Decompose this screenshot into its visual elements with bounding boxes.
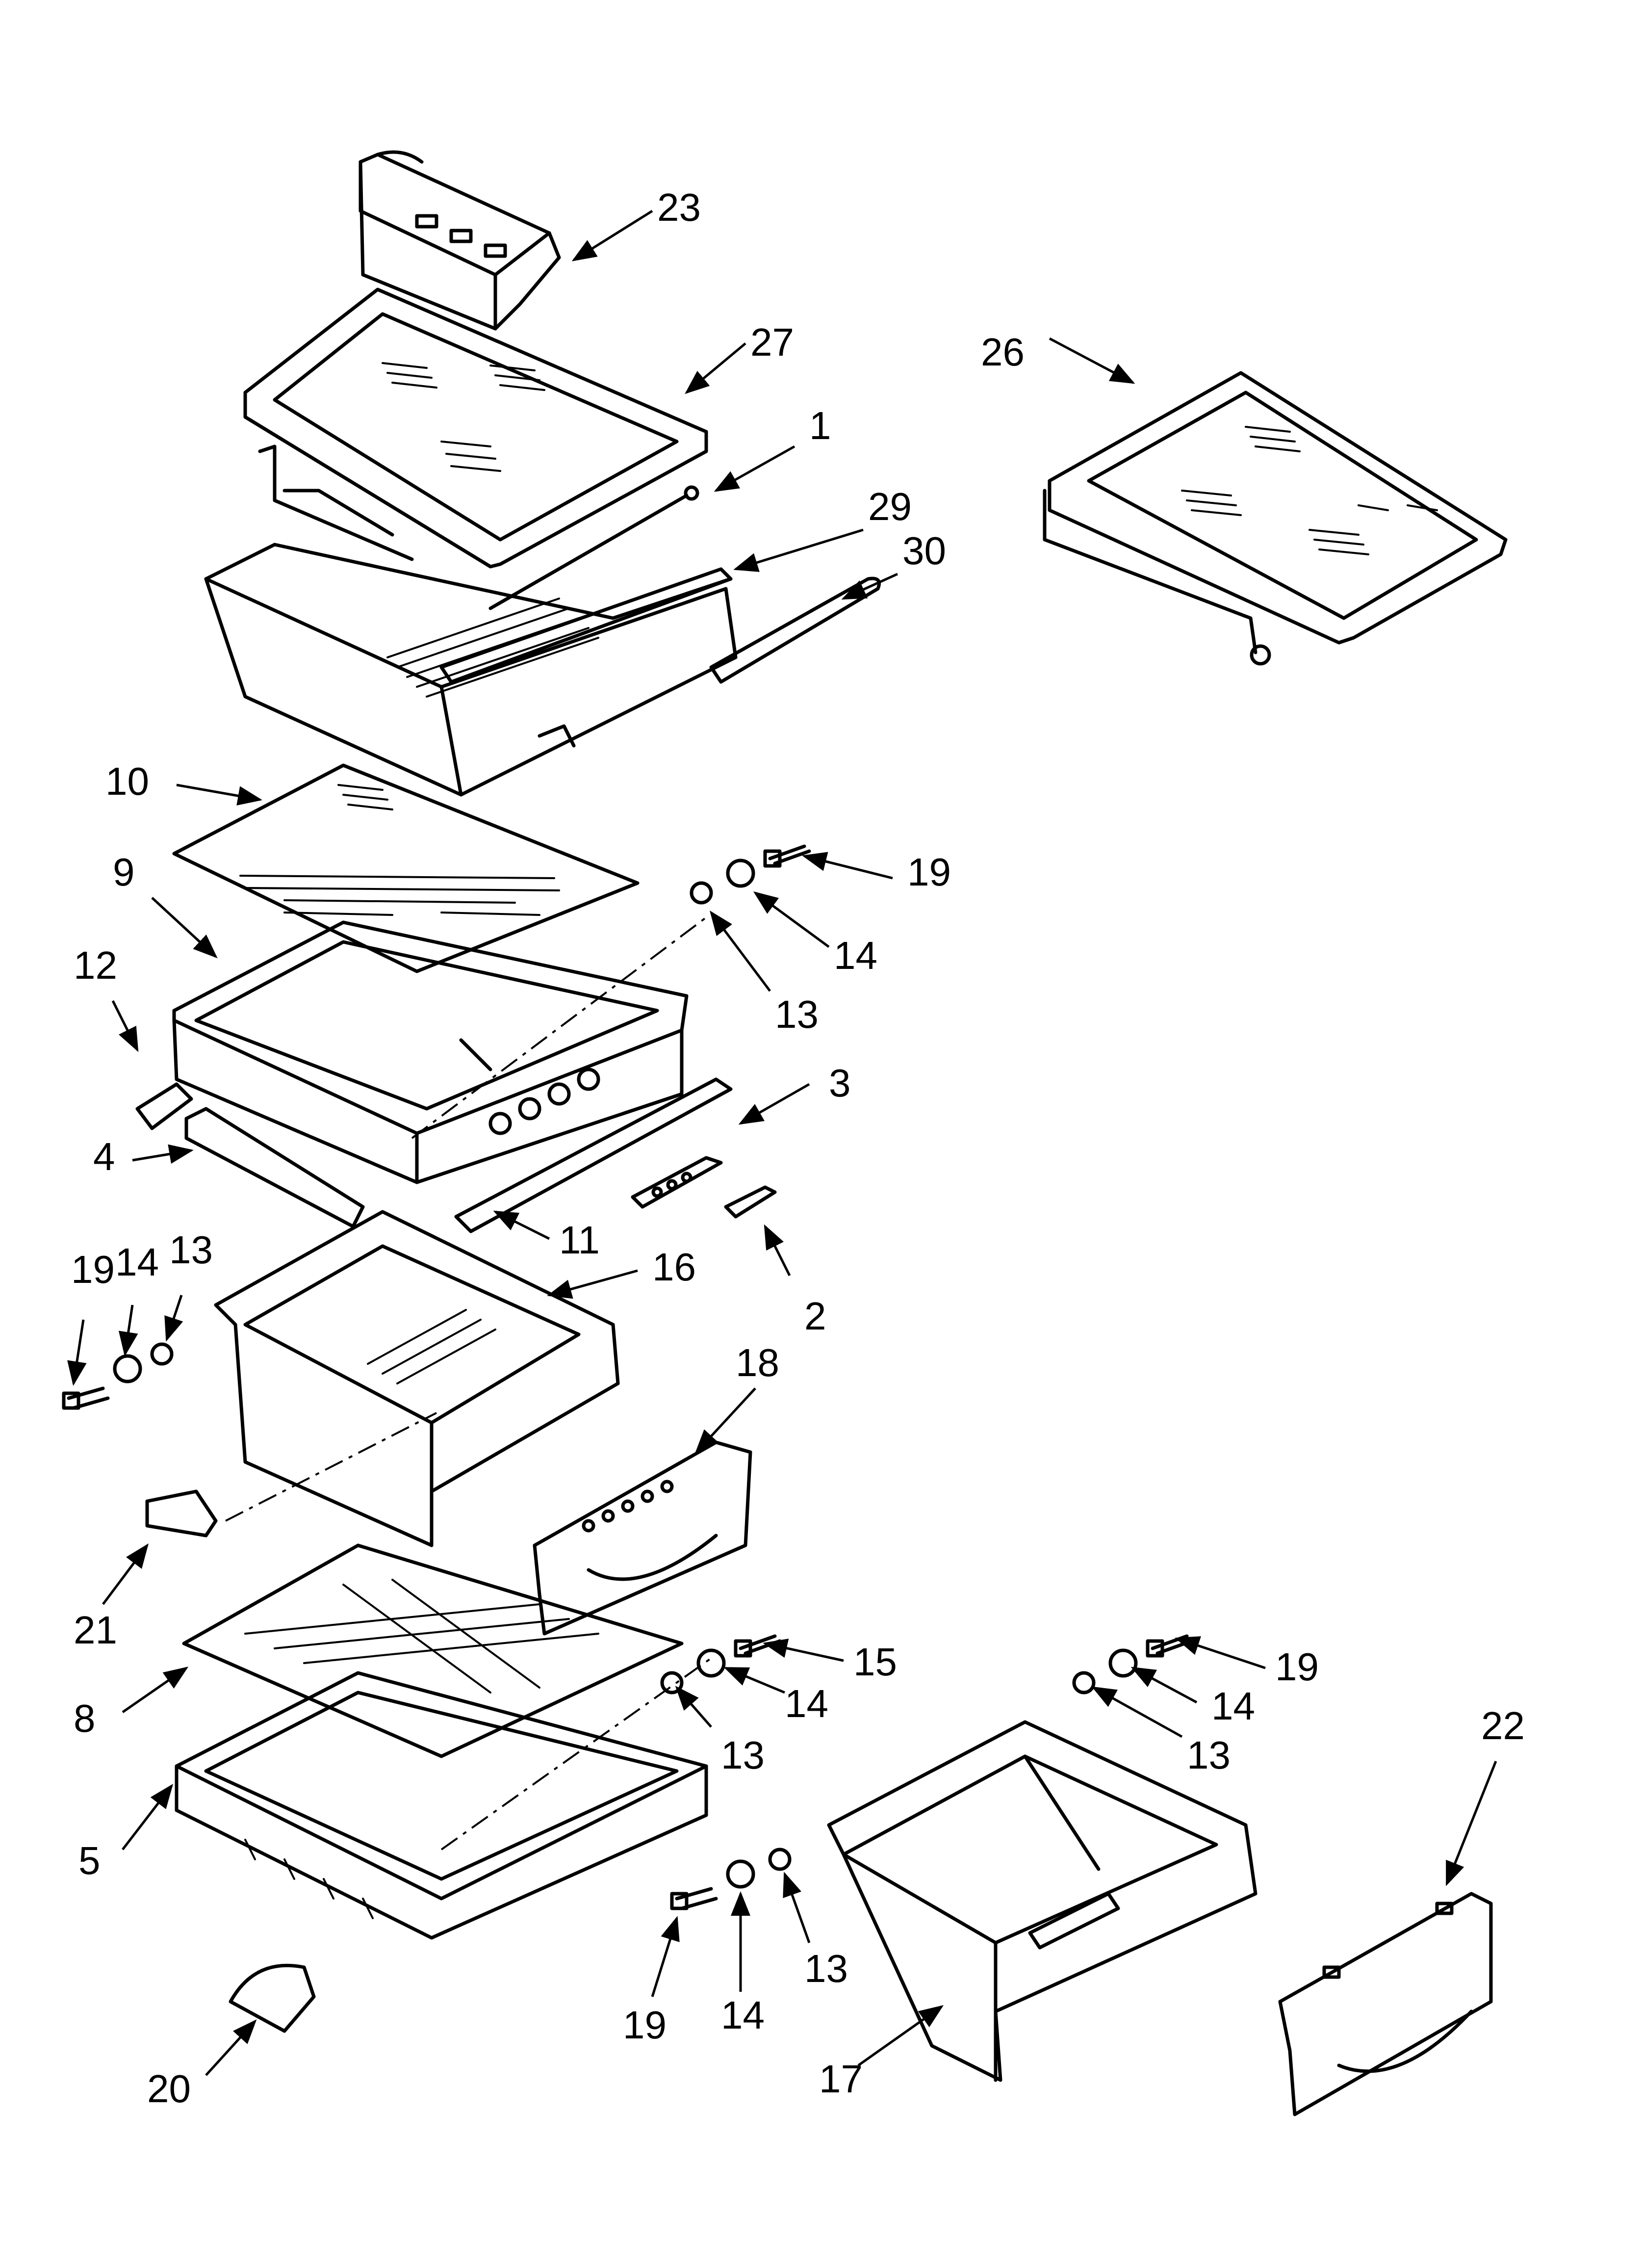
part-11-slide-rail: [454, 1068, 733, 1233]
part-22-drawer-front: [1278, 1892, 1493, 2116]
label-13-e: 13: [804, 1947, 848, 1990]
label-16: 16: [652, 1245, 696, 1289]
fastener-set-middle: [660, 1634, 782, 1694]
label-13-b: 13: [169, 1228, 213, 1272]
label-21: 21: [74, 1608, 117, 1652]
label-2: 2: [804, 1294, 826, 1338]
label-12: 12: [74, 943, 117, 987]
part-10-glass-insert: [172, 763, 640, 973]
label-4: 4: [93, 1135, 115, 1178]
fastener-set-lower-center: [670, 1848, 792, 1910]
part-23-storage-bin: [359, 150, 561, 331]
label-11: 11: [559, 1218, 600, 1262]
label-14-d: 14: [1211, 1684, 1255, 1728]
label-27: 27: [750, 320, 794, 364]
label-29: 29: [868, 485, 912, 528]
label-22: 22: [1481, 1704, 1525, 1747]
part-21-clip: [145, 1489, 218, 1538]
label-10: 10: [105, 759, 149, 803]
part-27-glass-shelf: [243, 287, 708, 569]
label-5: 5: [78, 1839, 101, 1882]
label-3: 3: [829, 1061, 851, 1105]
part-20-clip: [229, 1963, 316, 2033]
label-14-a: 14: [834, 934, 877, 977]
label-15: 15: [853, 1640, 897, 1684]
part-30-front-rail: [538, 576, 881, 748]
label-19-b: 19: [71, 1248, 115, 1291]
part-16-crisper-drawer: [214, 1210, 620, 1547]
label-19-c: 19: [1275, 1645, 1319, 1689]
label-14-c: 14: [785, 1682, 828, 1725]
label-26: 26: [981, 330, 1025, 374]
part-1-shelf-frame: [258, 444, 699, 610]
callout-labels: 1 2 3 4 5 8 9 10 11 12 13 14 19 19 14 13…: [71, 185, 1525, 2111]
part-9-cover-frame: [172, 916, 707, 1184]
label-1: 1: [809, 404, 831, 447]
label-19-d: 19: [623, 2003, 667, 2047]
part-29-rail: [439, 567, 733, 684]
label-17: 17: [819, 2057, 863, 2101]
label-14-b: 14: [115, 1240, 159, 1284]
label-13-c: 13: [721, 1733, 765, 1777]
part-5-cover-frame: [175, 1657, 712, 1940]
crisper-drawer-upper: [204, 543, 738, 797]
leader-arrows: [67, 209, 1497, 2076]
part-18-drawer-front: [533, 1440, 752, 1636]
part-26-glass-shelf: [1043, 371, 1508, 666]
fastener-set-lower-right: [1072, 1634, 1194, 1694]
label-30: 30: [902, 529, 946, 573]
part-3-slide-rail: [631, 1156, 723, 1209]
label-8: 8: [74, 1696, 96, 1740]
label-23: 23: [657, 185, 701, 229]
part-8-glass-shelf: [182, 1543, 684, 1758]
fastener-set-left: [62, 1342, 174, 1410]
label-14-e: 14: [721, 1993, 765, 2037]
fastener-set-upper: [690, 844, 811, 905]
part-12-end-cap: [135, 1082, 193, 1130]
label-18: 18: [736, 1341, 779, 1384]
label-9: 9: [113, 850, 135, 894]
label-19-a: 19: [907, 850, 951, 894]
part-2-clip: [724, 1185, 777, 1219]
part-17-drawer: [827, 1720, 1257, 2082]
label-20: 20: [147, 2067, 191, 2111]
part-4-rail: [184, 1107, 365, 1228]
label-13-d: 13: [1187, 1733, 1231, 1777]
label-13-a: 13: [775, 992, 819, 1036]
